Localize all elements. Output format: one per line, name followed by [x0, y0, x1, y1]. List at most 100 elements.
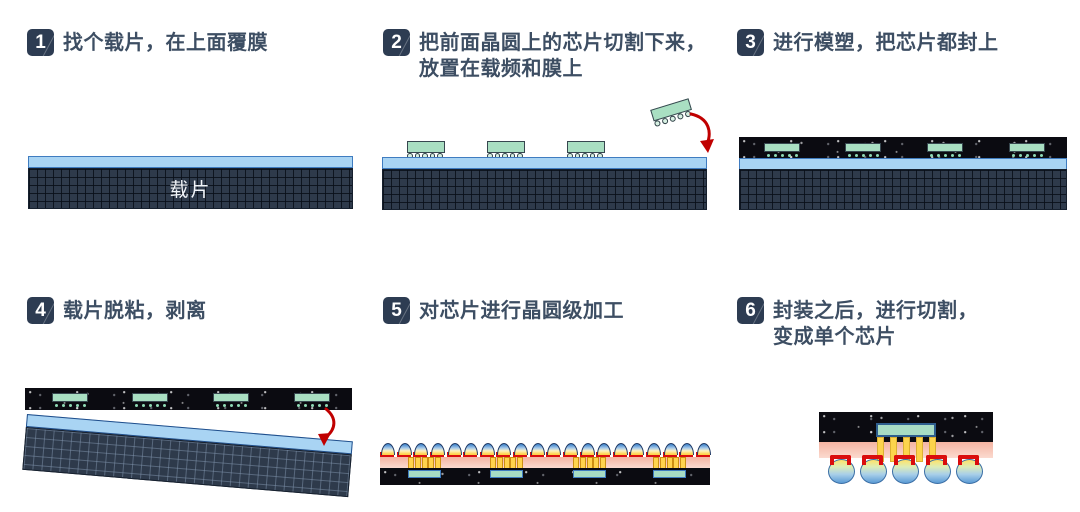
pad-dot — [861, 154, 865, 157]
step-4-number-badge: 4 — [27, 297, 54, 324]
step-5-title-line1: 对芯片进行晶圆级加工 — [419, 300, 624, 322]
rdl-layer — [380, 457, 710, 468]
solder-ball — [496, 443, 512, 457]
ball-dome — [497, 443, 512, 455]
chip-pad-dots — [927, 154, 963, 157]
pad-dot — [222, 404, 226, 407]
singulated-chip — [876, 423, 936, 437]
carrier-wafer: 载片 — [28, 168, 353, 209]
solder-ball — [546, 443, 562, 457]
solder-ball — [891, 455, 919, 484]
ball-pad — [958, 455, 979, 465]
chip-pad-dots — [294, 404, 330, 407]
carrier-wafer — [382, 169, 707, 210]
solder-ball — [513, 443, 528, 457]
embedded-chip — [1009, 143, 1045, 152]
embedded-chip — [408, 470, 441, 478]
embedded-chip — [490, 470, 523, 478]
solder-ball — [695, 443, 711, 457]
chip-pad-dots — [845, 154, 881, 157]
chip-bump — [653, 119, 662, 128]
pad-dot — [847, 154, 851, 157]
solder-ball — [380, 443, 395, 457]
ball-dome — [630, 443, 645, 455]
pad-dot — [936, 154, 940, 157]
ball-pad — [830, 455, 851, 465]
step-4-title-line1: 载片脱粘，剥离 — [63, 300, 207, 322]
pad-dot — [141, 404, 145, 407]
step-1-header: 1 找个载片，在上面覆膜 — [27, 29, 372, 56]
solder-ball — [859, 455, 887, 484]
pad-dot — [929, 154, 933, 157]
solder-ball — [923, 455, 951, 484]
pad-dot — [61, 404, 65, 407]
step-5-header: 5 对芯片进行晶圆级加工 — [383, 297, 728, 324]
pad-dot — [1011, 154, 1015, 157]
pad-dot — [950, 154, 954, 157]
ball-dome — [447, 443, 462, 455]
ball-dome — [414, 443, 429, 455]
solder-ball — [955, 455, 983, 484]
solder-ball — [596, 443, 612, 457]
chip-body — [567, 141, 605, 153]
pad-dot — [1025, 154, 1029, 157]
adhesive-film — [382, 157, 707, 169]
pad-dot — [303, 404, 307, 407]
step-1-number-badge: 1 — [27, 29, 54, 56]
solder-ball — [646, 443, 661, 457]
ball-dome — [381, 443, 395, 455]
embedded-chip — [132, 393, 168, 402]
pad-dot — [780, 154, 784, 157]
pad-dot — [875, 154, 879, 157]
embedded-chip — [927, 143, 963, 152]
ball-dome — [647, 443, 661, 455]
pad-dot — [943, 154, 947, 157]
pad-dot — [766, 154, 770, 157]
pad-dot — [243, 404, 247, 407]
ball-dome — [563, 443, 578, 455]
step-1-title: 找个载片，在上面覆膜 — [63, 29, 268, 56]
solder-ball — [529, 443, 545, 457]
ball-pad — [926, 455, 947, 465]
pad-dot — [68, 404, 72, 407]
pad-dot — [236, 404, 240, 407]
step-3-header: 3 进行模塑，把芯片都封上 — [737, 29, 1080, 56]
mold-compound — [739, 137, 1067, 159]
ball-dome — [663, 443, 678, 455]
pad-dot — [82, 404, 86, 407]
step-6-title-line1: 封装之后，进行切割， — [773, 300, 978, 322]
pillar-group — [877, 437, 936, 462]
chip-bumps — [407, 153, 443, 159]
molded-panel — [25, 388, 352, 410]
pad-dot — [310, 404, 314, 407]
step-5-number-badge: 5 — [383, 297, 410, 324]
ball-dome — [397, 443, 412, 455]
ball-dome — [530, 443, 545, 455]
embedded-chip — [213, 393, 249, 402]
solder-ball — [679, 443, 695, 457]
chip-body — [407, 141, 445, 153]
embedded-chip — [52, 393, 88, 402]
embedded-chip — [573, 470, 606, 478]
placed-chip — [567, 141, 605, 159]
ball-pad — [894, 455, 915, 465]
placed-chip — [487, 141, 525, 159]
step-6-header: 6 封装之后，进行切割， 变成单个芯片 — [737, 297, 1080, 350]
embedded-chip — [653, 470, 686, 478]
place-arrow-icon — [689, 112, 714, 153]
ball-dome — [580, 443, 595, 455]
copper-pillar — [916, 437, 923, 462]
step-1-title-line1: 找个载片，在上面覆膜 — [63, 32, 268, 54]
pad-dot — [155, 404, 159, 407]
ball-dome — [430, 443, 445, 455]
pad-dot — [854, 154, 858, 157]
step-6-title: 封装之后，进行切割， 变成单个芯片 — [773, 297, 978, 350]
pad-dot — [54, 404, 58, 407]
ball-pad — [862, 455, 883, 465]
step-2-title-line1: 把前面晶圆上的芯片切割下来， — [419, 32, 706, 54]
peeled-carrier — [22, 414, 353, 498]
pad-dot — [229, 404, 233, 407]
chip-pad-dots — [764, 154, 800, 157]
step-2-number-badge: 2 — [383, 29, 410, 56]
